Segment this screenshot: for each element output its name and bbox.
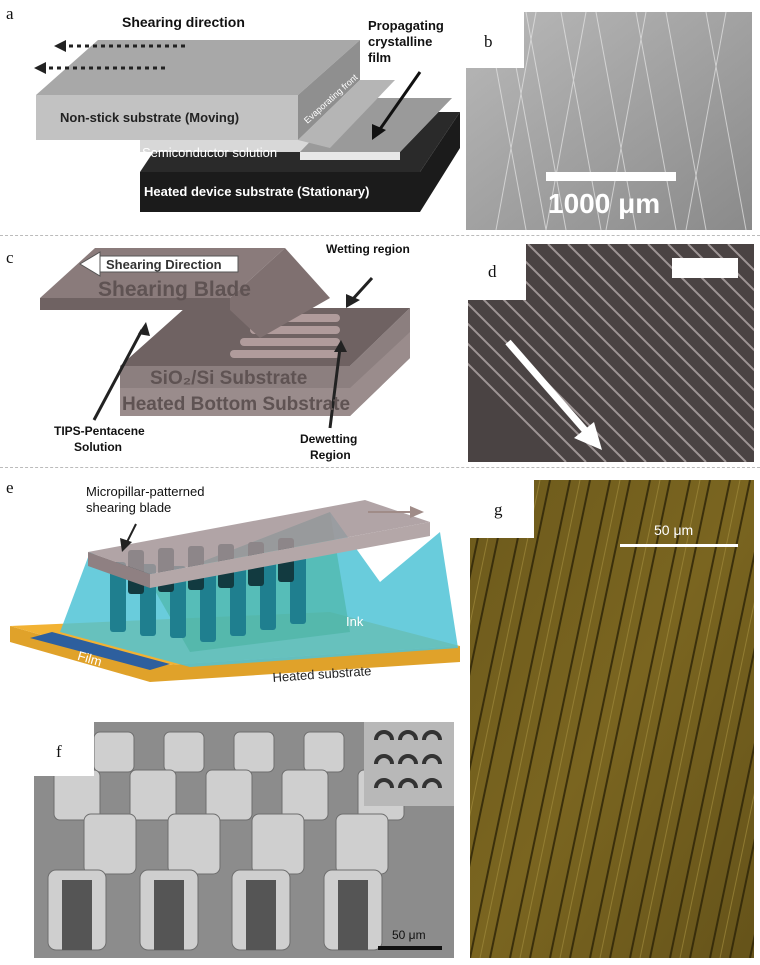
panel-c-diagram [40, 248, 410, 429]
dewetting-label-1: Dewetting [300, 432, 358, 446]
panel-g-label-box [470, 480, 534, 538]
panel-b-label-box [466, 12, 524, 68]
shearing-blade-label: Shearing Blade [98, 278, 251, 301]
shearing-direction-label: Shearing direction [122, 14, 245, 30]
ink-label: Ink [346, 614, 364, 629]
micropillar-blade [88, 500, 430, 574]
panel-d-label: d [488, 262, 497, 281]
wetting-region-label: Wetting region [326, 242, 410, 256]
divider-middle [0, 467, 760, 468]
panel-a: a Shearing direction Propagating crystal… [0, 0, 462, 232]
wetting-arrow [350, 276, 374, 302]
tips-label-1: TIPS-Pentacene [54, 424, 145, 438]
divider-top [0, 235, 760, 236]
heated-substrate-block [140, 112, 460, 212]
propagating-label-2: crystalline [368, 34, 433, 49]
tips-arrow [92, 329, 144, 421]
panel-d-image [468, 244, 754, 462]
panel-a-label: a [6, 4, 14, 23]
semiconductor-label: Semiconductor solution [142, 145, 278, 160]
panel-g: g 50 μm [470, 480, 754, 958]
panel-g-scalebar [620, 544, 738, 547]
blade-label-1: Micropillar-patterned [86, 484, 205, 499]
heated-substrate [10, 626, 460, 682]
film-strip [30, 632, 170, 670]
panel-f-sem-image [34, 722, 454, 958]
panel-d: d [468, 244, 754, 462]
panel-e-label: e [6, 478, 14, 497]
stripe-texture [470, 480, 754, 958]
panel-f-label-box [34, 722, 94, 776]
panel-b: b 1000 μm [466, 12, 752, 230]
blade-label-2: shearing blade [86, 500, 172, 515]
dewetting-label-2: Region [310, 448, 351, 462]
panel-b-label: b [484, 32, 493, 51]
panel-d-scalebar [672, 258, 738, 278]
heated-device-label: Heated device substrate (Stationary) [144, 184, 370, 199]
panel-c-label: c [6, 248, 14, 267]
panel-f-label: f [56, 742, 62, 761]
panel-f-scale-text: 50 μm [392, 928, 426, 942]
panel-b-scale-text: 1000 μm [548, 188, 661, 219]
nonstick-substrate-top [36, 40, 360, 95]
nonstick-substrate-front [36, 95, 298, 140]
panel-b-sem-image [466, 12, 752, 230]
evaporating-front [298, 80, 395, 148]
panel-g-label: g [494, 500, 503, 519]
inset-crescents [374, 730, 442, 789]
panel-b-scalebar [546, 172, 676, 181]
sio2-label: SiO₂/Si Substrate [150, 368, 308, 389]
panel-e: e Micropillar-patterned shearing blade I… [0, 472, 466, 708]
propagating-label-3: film [368, 50, 392, 65]
tips-label-2: Solution [74, 440, 122, 454]
shearing-direction-c-label: Shearing Direction [106, 257, 222, 272]
panel-f: f 50 μm [34, 722, 454, 958]
nonstick-label: Non-stick substrate (Moving) [60, 110, 240, 125]
panel-g-optical-image [470, 480, 754, 958]
propagating-label-1: Propagating [368, 18, 444, 33]
heated-bottom-label: Heated Bottom Substrate [122, 394, 351, 415]
panel-a-diagram [34, 40, 460, 212]
propagating-arrow [376, 71, 422, 133]
panel-f-scalebar [378, 946, 442, 950]
panel-c: c Shearing Direction Shearing Blade Wett… [0, 238, 462, 464]
nonstick-substrate-side [298, 40, 360, 140]
dewetting-arrow [328, 347, 342, 429]
panel-g-scale-text: 50 μm [654, 522, 694, 538]
panel-d-arrow [505, 339, 593, 439]
panel-d-label-box [468, 244, 526, 300]
panel-e-diagram [10, 500, 460, 682]
